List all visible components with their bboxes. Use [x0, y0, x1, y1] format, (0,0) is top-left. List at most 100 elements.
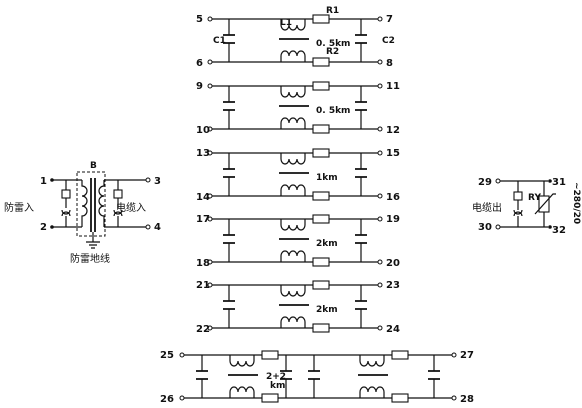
section-leads — [211, 218, 379, 263]
pin-15: 15 — [386, 148, 400, 159]
lc-filter — [215, 214, 375, 267]
resistor-top-icon — [391, 350, 409, 360]
double-terminal-28 — [451, 395, 457, 401]
inductor-leads — [359, 355, 385, 398]
section-5-terminal-21 — [207, 282, 213, 288]
pin-25: 25 — [160, 350, 174, 361]
inductor-bottom-icon — [359, 386, 385, 393]
section-4-terminal-20 — [377, 259, 383, 265]
pin-18: 18 — [196, 258, 210, 269]
pin-27: 27 — [460, 350, 474, 361]
resistor-top-icon — [261, 350, 279, 360]
section-2-terminal-11 — [377, 83, 383, 89]
inductor-leads — [280, 153, 306, 196]
resistor-top-icon — [312, 280, 330, 290]
pin-13: 13 — [196, 148, 210, 159]
filter-section-2: 9 10 11 12 0. 5km — [196, 81, 400, 136]
resistor-bottom-icon — [312, 57, 330, 67]
rail-wires — [215, 152, 375, 197]
section-leads — [211, 284, 379, 329]
section-5-terminal-24 — [377, 325, 383, 331]
output-block: 29 30 31 32 电缆出 RY ~280/20 — [472, 177, 581, 236]
output-wiring — [495, 178, 556, 230]
resistor-top-icon — [312, 148, 330, 158]
resistor-top-icon — [312, 214, 330, 224]
pin-32: 32 — [552, 225, 566, 236]
capacitor-left-icon — [308, 370, 320, 380]
transformer-wiring — [50, 171, 151, 249]
pin-12: 12 — [386, 125, 400, 136]
inductor-label: L1 — [280, 18, 292, 28]
lc-filter — [215, 14, 375, 67]
resistor-bottom-icon — [261, 393, 279, 403]
pin-31: 31 — [552, 177, 566, 188]
pin-3: 3 — [154, 176, 161, 187]
double-length-label-top: 2+2 — [266, 372, 286, 382]
pin-21: 21 — [196, 280, 210, 291]
filter-section-4: 17 18 19 20 2km — [196, 214, 400, 269]
cable-input-label: 电缆入 — [116, 201, 146, 214]
pin-11: 11 — [386, 81, 400, 92]
inductor-top-icon — [280, 24, 306, 31]
double-length-label-bottom: km — [270, 381, 285, 391]
section-1-terminal-7 — [377, 16, 383, 22]
pin-9: 9 — [196, 81, 203, 92]
pin-20: 20 — [386, 258, 400, 269]
section-length-label: 2km — [316, 305, 338, 315]
rail-wires — [215, 284, 375, 329]
double-terminal-27 — [451, 352, 457, 358]
section-5-terminal-23 — [377, 282, 383, 288]
inductor-top-icon — [229, 360, 255, 367]
inductor-leads — [280, 86, 306, 129]
double-terminal-25 — [179, 352, 185, 358]
inductor-bottom-icon — [229, 386, 255, 393]
capacitor-right-icon — [355, 34, 367, 44]
pin-2: 2 — [40, 222, 47, 233]
section-leads — [211, 85, 379, 130]
capacitor-right-label: C2 — [382, 36, 395, 46]
pin-23: 23 — [386, 280, 400, 291]
pin-29: 29 — [478, 177, 492, 188]
inductor-top-icon — [359, 360, 385, 367]
pin-10: 10 — [196, 125, 210, 136]
pin-7: 7 — [386, 14, 393, 25]
lc-filter — [215, 280, 375, 333]
capacitor-right-icon — [355, 168, 367, 178]
lc-filter — [188, 350, 300, 403]
section-length-label: 0. 5km — [316, 39, 350, 49]
double-leads — [183, 354, 453, 399]
capacitor-right-icon — [355, 234, 367, 244]
section-3-terminal-13 — [207, 150, 213, 156]
rail-wires — [300, 354, 448, 399]
pin-14: 14 — [196, 192, 210, 203]
section-1-terminal-5 — [207, 16, 213, 22]
section-1-terminal-6 — [207, 59, 213, 65]
pin-19: 19 — [386, 214, 400, 225]
capacitor-left-icon — [223, 34, 235, 44]
capacitor-left-icon — [223, 168, 235, 178]
rail-wires — [215, 85, 375, 130]
inductor-bottom-icon — [280, 250, 306, 257]
transformer-block: 1 2 3 4 防雷入 电缆入 B 防雷地线 — [4, 161, 161, 265]
pin-22: 22 — [196, 324, 210, 335]
inductor-top-icon — [280, 91, 306, 98]
capacitor-right-icon — [355, 101, 367, 111]
lightning-input-label: 防雷入 — [4, 201, 34, 214]
resistor-top-icon — [312, 81, 330, 91]
capacitor-right-icon — [428, 370, 440, 380]
inductor-leads — [280, 285, 306, 328]
resistor-top-icon — [312, 14, 330, 24]
section-length-label: 0. 5km — [316, 106, 350, 116]
section-4-terminal-17 — [207, 216, 213, 222]
transformer-label: B — [90, 161, 97, 171]
pin-17: 17 — [196, 214, 210, 225]
inductor-bottom-icon — [280, 184, 306, 191]
rail-wires — [215, 18, 375, 63]
output-resistor-label: RY — [528, 193, 541, 203]
lc-filter — [300, 350, 448, 403]
section-2-terminal-12 — [377, 126, 383, 132]
section-length-label: 2km — [316, 239, 338, 249]
